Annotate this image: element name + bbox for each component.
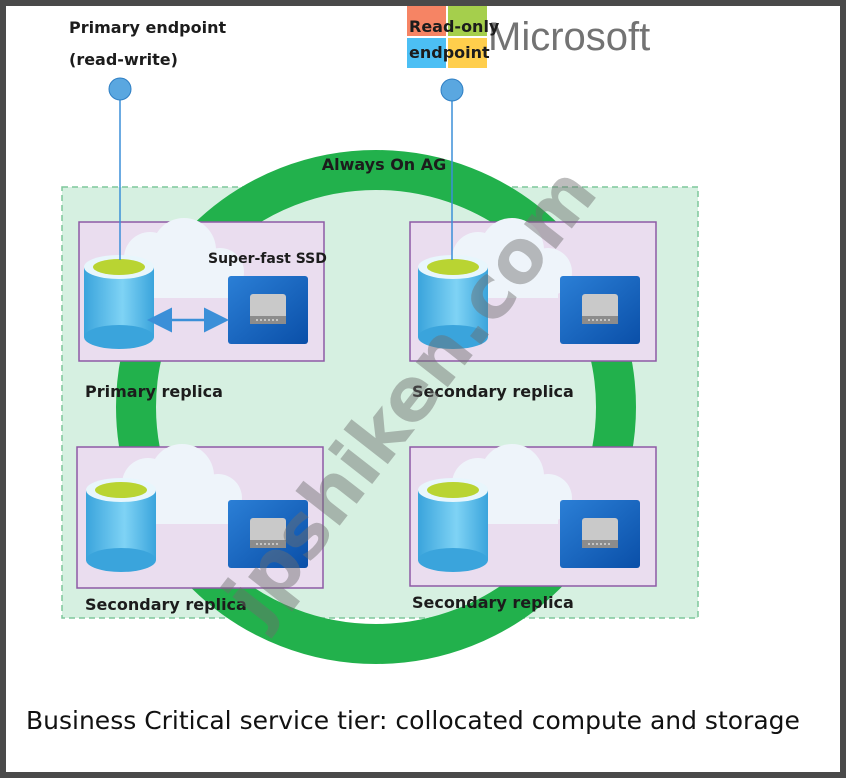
secondary-replica-label: Secondary replica (412, 382, 574, 401)
database-icon (418, 478, 488, 572)
readonly-endpoint-sublabel: endpoint (409, 43, 490, 62)
primary-endpoint-sublabel: (read-write) (69, 50, 178, 69)
ssd-disk-icon (559, 499, 641, 569)
ssd-disk-icon (227, 275, 309, 345)
readonly-endpoint-dot (440, 78, 464, 102)
microsoft-logo: Microsoft (407, 6, 650, 68)
always-on-label: Always On AG (322, 155, 447, 174)
diagram-caption: Business Critical service tier: collocat… (26, 706, 800, 735)
logo-tile-yellow (448, 38, 487, 68)
primary-endpoint-label: Primary endpoint (69, 18, 226, 37)
logo-tile-blue (407, 38, 446, 68)
readonly-endpoint-label: Read-only (409, 17, 500, 36)
logo-tile-red (407, 6, 446, 36)
secondary-replica-label: Secondary replica (412, 593, 574, 612)
always-on-ring (116, 150, 636, 664)
database-icon (84, 255, 154, 349)
primary-endpoint-dot (108, 77, 132, 101)
primary-replica-label: Primary replica (85, 382, 223, 401)
secondary-replica-label: Secondary replica (85, 595, 247, 614)
ssd-label: Super-fast SSD (208, 251, 327, 267)
microsoft-wordmark: Microsoft (488, 15, 650, 59)
ssd-disk-icon (559, 275, 641, 345)
logo-tile-green (448, 6, 487, 36)
database-icon (86, 478, 156, 572)
